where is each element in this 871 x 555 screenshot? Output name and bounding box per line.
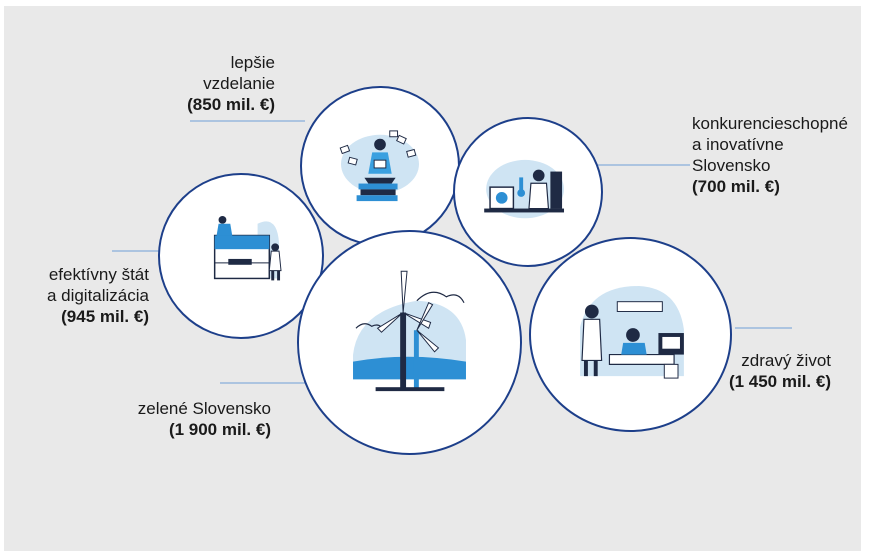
label-digital: efektívny štát a digitalizácia (945 mil.… [47, 264, 149, 327]
label-text: efektívny štát [48, 265, 149, 284]
label-education: lepšie vzdelanie (850 mil. €) [187, 52, 275, 115]
label-innovation: konkurencieschopné a inovatívne Slovensk… [692, 113, 848, 197]
bubble-health [529, 237, 732, 432]
bubble-innovation [453, 117, 603, 267]
label-text: lepšie [230, 53, 275, 72]
scientist-lab-icon [484, 159, 565, 219]
label-amount: (1 450 mil. €) [728, 372, 831, 391]
label-text: zelené Slovensko [137, 399, 271, 418]
label-text: a digitalizácia [46, 286, 149, 305]
label-health: zdravý život (1 450 mil. €) [729, 350, 831, 392]
label-amount: (850 mil. €) [187, 95, 275, 114]
label-text: Slovensko [692, 156, 771, 175]
label-text: konkurencieschopné [692, 114, 848, 133]
label-amount: (945 mil. €) [61, 307, 149, 326]
bubble-digital [158, 173, 324, 339]
wind-turbines-icon [353, 270, 466, 392]
label-text: zdravý život [741, 351, 831, 370]
label-text: vzdelanie [203, 74, 275, 93]
label-text: a inovatívne [692, 135, 784, 154]
student-reading-icon [339, 130, 419, 202]
computer-workers-icon [213, 215, 282, 281]
label-green: zelené Slovensko (1 900 mil. €) [138, 398, 271, 440]
hospital-patient-icon [580, 286, 684, 379]
label-amount: (1 900 mil. €) [168, 420, 271, 439]
bubble-education [300, 86, 460, 246]
label-amount: (700 mil. €) [692, 177, 780, 196]
bubble-green [297, 230, 522, 455]
